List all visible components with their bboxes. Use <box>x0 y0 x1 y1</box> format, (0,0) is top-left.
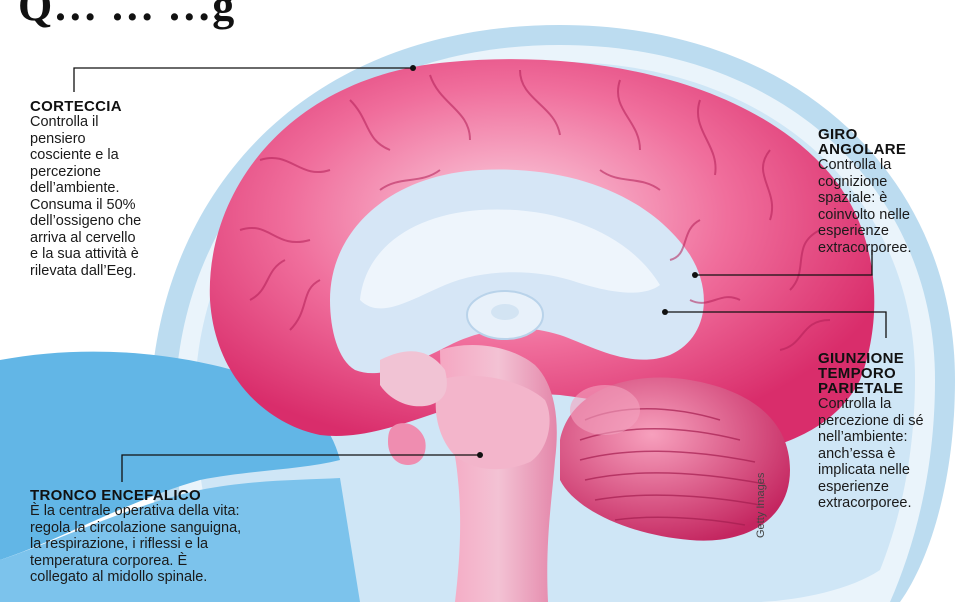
giunzione-body-line: extracorporee. <box>818 495 968 512</box>
pointer-dot-corteccia <box>410 65 416 71</box>
tronco-body-line: temperatura corporea. È <box>30 553 290 570</box>
corteccia-body-line: percezione <box>30 164 200 181</box>
tronco-body-line: regola la circolazione sanguigna, <box>30 520 290 537</box>
giunzione-heading-line: PARIETALE <box>818 381 968 396</box>
corteccia-body-line: Consuma il 50% <box>30 197 200 214</box>
corteccia-body-line: dell’ossigeno che <box>30 213 200 230</box>
giro-body-line: Controlla la <box>818 157 968 174</box>
giro-body-line: extracorporee. <box>818 240 968 257</box>
corteccia-body-line: e la sua attività è <box>30 246 200 263</box>
giunzione-body-line: implicata nelle <box>818 462 968 479</box>
tronco-body-line: È la centrale operativa della vita: <box>30 503 290 520</box>
giunzione-body-line: Controlla la <box>818 396 968 413</box>
giro-body-line: esperienze <box>818 223 968 240</box>
pointer-dot-giunzione <box>662 309 668 315</box>
giro-heading-line: GIRO <box>818 127 968 142</box>
photo-credit: Getty Images <box>755 473 767 538</box>
corteccia-body-line: arriva al cervello <box>30 230 200 247</box>
pointer-dot-tronco <box>477 452 483 458</box>
giunzione-body-line: nell’ambiente: <box>818 429 968 446</box>
label-tronco-encefalico: TRONCO ENCEFALICO È la centrale operativ… <box>30 488 290 586</box>
label-corteccia-heading: CORTECCIA <box>30 99 200 114</box>
giunzione-body-line: percezione di sé <box>818 413 968 430</box>
corteccia-body-line: pensiero <box>30 131 200 148</box>
tronco-body-line: la respirazione, i riflessi e la <box>30 536 290 553</box>
giunzione-heading-line: TEMPORO <box>818 366 968 381</box>
page-title: Q… … …g <box>18 0 235 31</box>
pointer-dot-giro <box>692 272 698 278</box>
corteccia-body-line: rilevata dall’Eeg. <box>30 263 200 280</box>
label-tronco-heading: TRONCO ENCEFALICO <box>30 488 290 503</box>
giro-heading-line: ANGOLARE <box>818 142 968 157</box>
giro-body-line: cognizione <box>818 174 968 191</box>
corteccia-body-line: dell’ambiente. <box>30 180 200 197</box>
corteccia-body-line: cosciente e la <box>30 147 200 164</box>
giunzione-body-line: esperienze <box>818 479 968 496</box>
label-tronco-body: È la centrale operativa della vita:regol… <box>30 503 290 586</box>
giunzione-body-line: anch’essa è <box>818 446 968 463</box>
corteccia-body-line: Controlla il <box>30 114 200 131</box>
giunzione-heading-line: GIUNZIONE <box>818 351 968 366</box>
tronco-body-line: collegato al midollo spinale. <box>30 569 290 586</box>
giro-body-line: coinvolto nelle <box>818 207 968 224</box>
giro-body-line: spaziale: è <box>818 190 968 207</box>
